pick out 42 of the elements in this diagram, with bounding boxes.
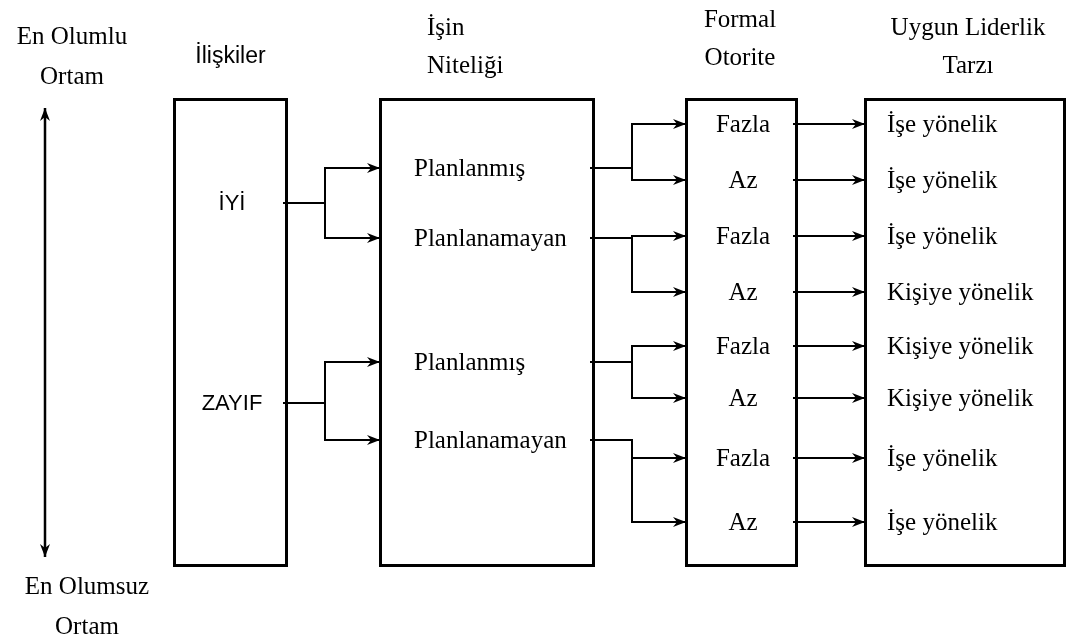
arrow (589, 439, 687, 527)
leadership-style-label: Kişiye yönelik (887, 332, 1034, 360)
arrow (792, 453, 866, 463)
leadership-style-label: İşe yönelik (887, 166, 998, 194)
authority-label: Az (728, 166, 758, 194)
authority-label: Fazla (715, 110, 771, 138)
job-type-label: Planlanamayan (414, 426, 567, 454)
column-heading: İlişkiler (194, 41, 267, 70)
relation-label: İYİ (218, 190, 246, 216)
arrow (282, 402, 381, 445)
arrow (792, 517, 866, 527)
scale-label: En Olumsuz Ortam (23, 571, 151, 638)
arrow (589, 361, 687, 403)
authority-label: Fazla (715, 444, 771, 472)
leadership-style-label: İşe yönelik (887, 110, 998, 138)
job-type-label: Planlanmış (414, 348, 526, 376)
authority-label: Az (728, 384, 758, 412)
leadership-style-label: İşe yönelik (887, 444, 998, 472)
leadership-style-label: İşe yönelik (887, 222, 998, 250)
arrow (589, 237, 687, 297)
relation-label: ZAYIF (201, 390, 263, 416)
authority-label: Fazla (715, 222, 771, 250)
scale-label: En Olumlu Ortam (15, 21, 129, 91)
column-heading: Formal Otorite (702, 4, 778, 72)
arrow (282, 202, 381, 243)
arrow (792, 231, 866, 241)
column-heading: İşin Niteliği (427, 12, 505, 80)
authority-label: Fazla (715, 332, 771, 360)
job-type-label: Planlanmış (414, 154, 526, 182)
leadership-style-label: Kişiye yönelik (887, 278, 1034, 306)
arrow (792, 287, 866, 297)
column-heading: Uygun Liderlik Tarzı (889, 12, 1047, 80)
leadership-style-label: Kişiye yönelik (887, 384, 1034, 412)
arrow (792, 393, 866, 403)
leadership-style-label: İşe yönelik (887, 508, 998, 536)
arrow (792, 341, 866, 351)
arrow (792, 175, 866, 185)
authority-label: Az (728, 278, 758, 306)
job-type-label: Planlanamayan (414, 224, 567, 252)
arrow (792, 119, 866, 129)
arrow (589, 167, 687, 185)
authority-label: Az (728, 508, 758, 536)
